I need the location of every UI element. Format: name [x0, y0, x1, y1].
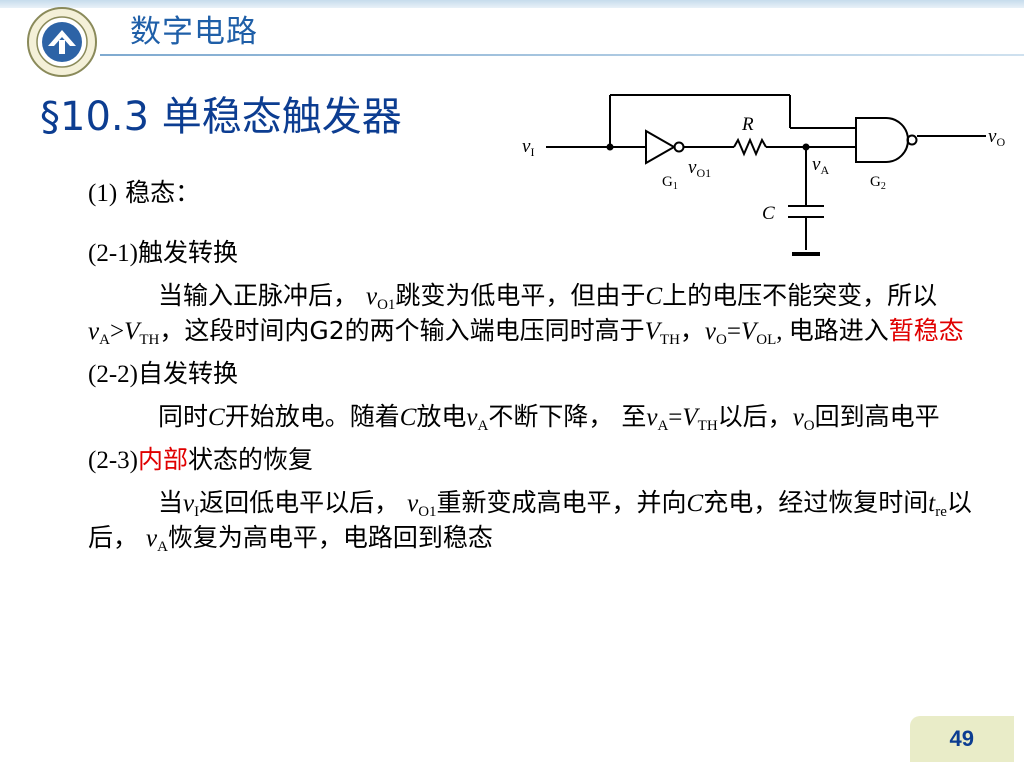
nand-bubble	[906, 134, 918, 146]
va-node-dot	[802, 143, 810, 151]
section-1-heading: (1) 稳态：	[88, 178, 201, 207]
section-2-2-heading: (2-2)自发转换	[88, 359, 238, 388]
header-divider	[100, 54, 1024, 56]
label-r: R	[741, 114, 754, 135]
section-2-1-heading: (2-1)触发转换	[88, 238, 238, 267]
label-vo1: vO1	[688, 157, 711, 180]
page-number: 49	[949, 726, 974, 751]
highlight-internal: 内部	[137, 445, 188, 474]
inverter-bubble	[673, 141, 685, 153]
label-vi: vI	[522, 136, 534, 159]
inverter-g1	[645, 129, 677, 165]
slide-body: (1) 稳态： (2-1)触发转换 当输入正脉冲后， vO1跳变为低电平，但由于…	[88, 176, 1008, 556]
label-vo: vO	[988, 126, 1005, 149]
section-2-3-heading: (2-3)内部状态的恢复	[88, 445, 314, 474]
top-accent-bar	[0, 0, 1024, 8]
label-g2: G2	[870, 174, 886, 192]
nand-gate-g2	[855, 117, 909, 163]
section-2-3-text: 当vI返回低电平以后， vO1重新变成高电平，并向C充电，经过恢复时间tre以后…	[88, 488, 972, 555]
page-number-box: 49	[910, 716, 1014, 762]
resistor-r	[733, 137, 767, 157]
label-c: C	[762, 203, 775, 224]
input-node-dot	[606, 143, 614, 151]
section-2-2-text: 同时C开始放电。随着C放电vA不断下降， 至vA=VTH以后，vO回到高电平	[158, 402, 940, 434]
monostable-circuit-diagram: vI vO R C vO1 vA G1 G2	[522, 94, 1005, 256]
label-g1: G1	[662, 174, 678, 192]
course-title: 数字电路	[130, 14, 258, 50]
section-2-1-text: 当输入正脉冲后， vO1跳变为低电平，但由于C上的电压不能突变，所以vA>VTH…	[88, 281, 964, 348]
section-title: §10.3 单稳态触发器	[40, 94, 402, 140]
highlight-temporary-stable: 暂稳态	[888, 316, 964, 345]
label-va: vA	[812, 154, 829, 177]
university-logo	[27, 7, 97, 77]
